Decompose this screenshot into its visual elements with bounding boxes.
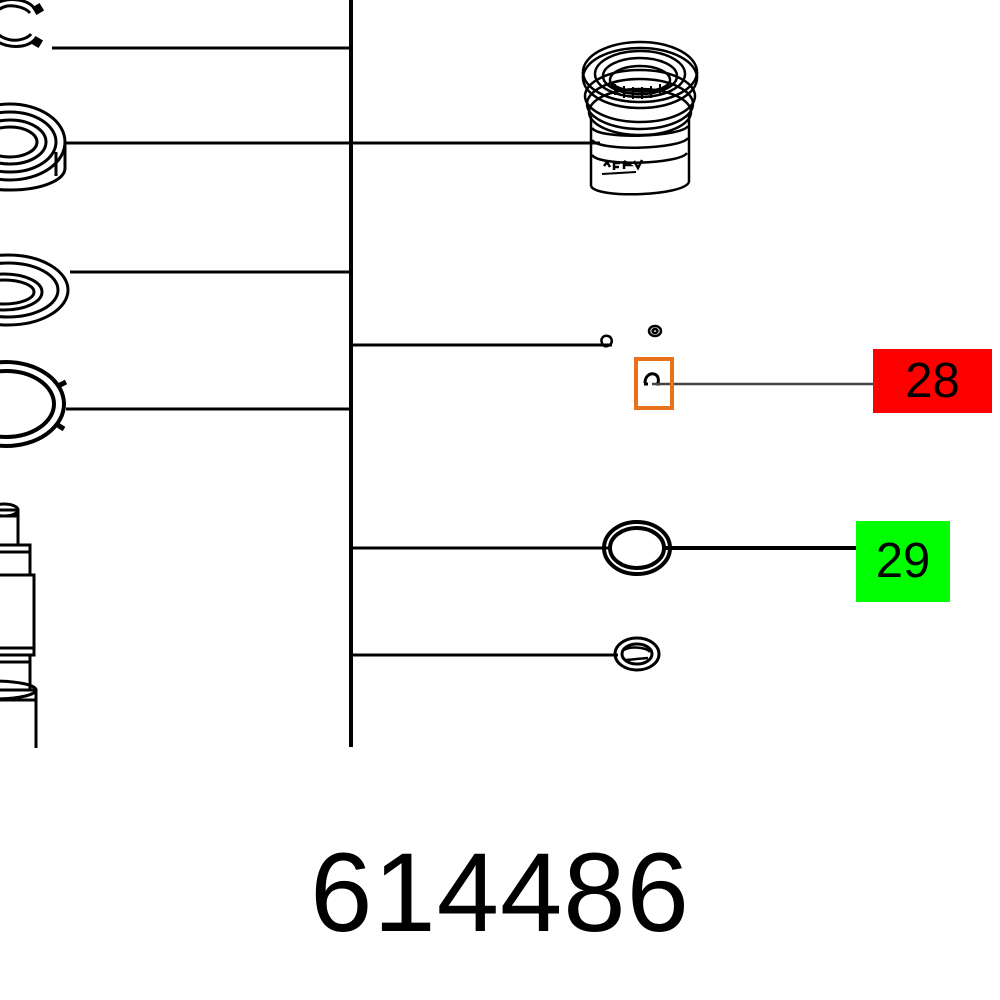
part-lock-washer [613,636,661,672]
part-seal-ring-large [0,253,70,327]
callout-label-29[interactable]: 29 [856,521,950,602]
part-retaining-snap-ring [0,0,45,49]
callout-29-text: 29 [875,534,931,588]
part-small-ring [647,324,663,338]
part-o-ring-29 [602,520,672,576]
part-number-caption: 614486 [310,830,690,955]
part-bearing-housing-sleeve [581,40,699,196]
part-seal-ring-open [0,360,68,448]
part-small-clip [600,334,613,348]
callout-label-28[interactable]: 28 [873,349,992,413]
part-ball-bearing [0,102,67,192]
callout-28-text: 28 [905,353,960,408]
part-spindle-shaft [0,502,38,748]
highlight-box-callout-28 [634,357,674,410]
